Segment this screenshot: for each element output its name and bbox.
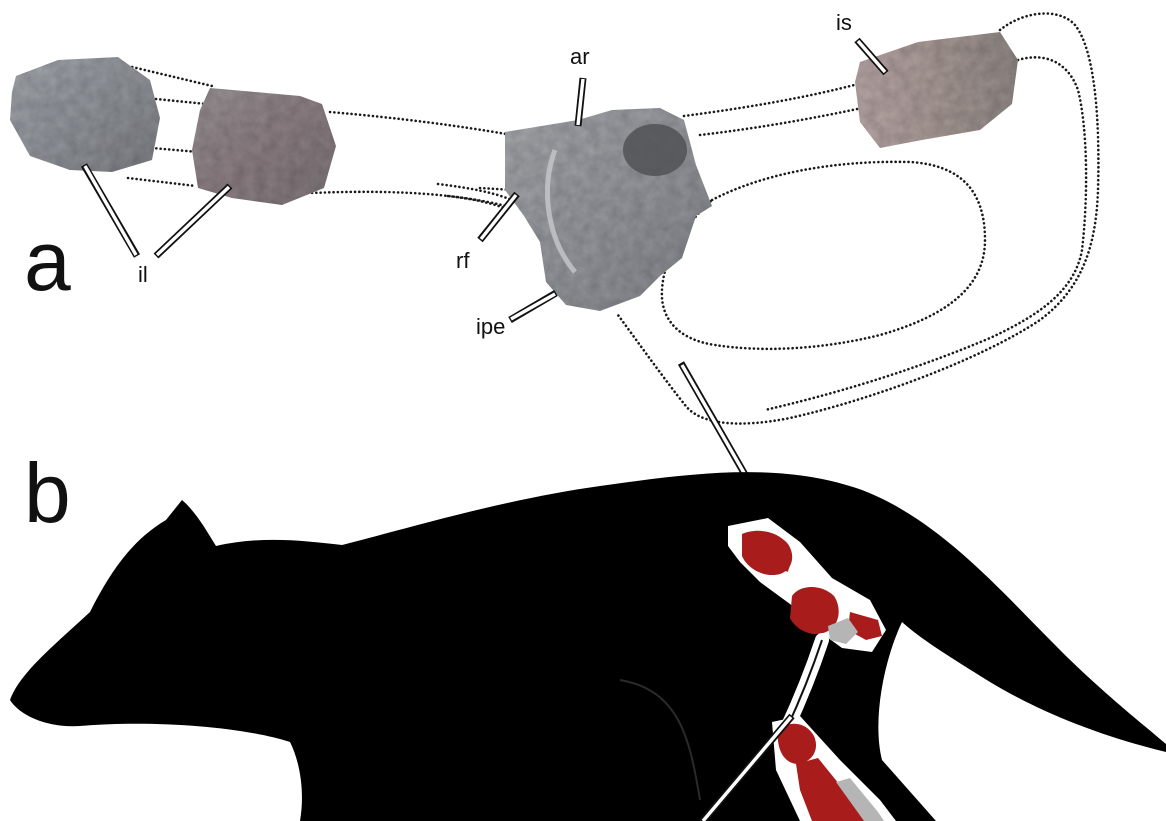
ilium-fragment-posterior <box>192 88 336 205</box>
dotted-line-ilium-lower <box>152 148 198 152</box>
leader-line-rf <box>480 194 517 240</box>
dotted-line-acetabulum-to-ischium-1 <box>684 84 858 116</box>
dotted-line-obturator-foramen <box>662 162 985 349</box>
label-ipe: ipe <box>476 314 505 339</box>
label-rf: rf <box>456 248 470 273</box>
animal-silhouette <box>10 472 1166 821</box>
label-is: is <box>836 10 852 35</box>
ischium-fragment <box>855 32 1018 148</box>
ilium-fragment-anterior <box>10 57 160 172</box>
dotted-line-ilium-to-acetabulum-dorsal <box>330 112 506 134</box>
panel-b: b <box>10 446 1166 821</box>
panel-a: a il ar is rf ipe <box>10 10 1098 520</box>
dotted-line-ilium-to-acetabulum-ventral <box>312 192 506 206</box>
leader-line-ipe <box>510 293 556 320</box>
dotted-line-ilium-bottom <box>128 178 196 186</box>
dotted-line-rectus-fossa-2 <box>448 196 510 210</box>
acetabular-socket <box>623 124 687 176</box>
leader-line-il-posterior <box>156 186 230 256</box>
label-il: il <box>138 262 148 287</box>
label-ar: ar <box>570 44 590 69</box>
panel-label-b: b <box>24 446 71 540</box>
dotted-line-ilium-upper <box>156 99 206 104</box>
dotted-line-rectus-fossa-1 <box>438 184 512 200</box>
dotted-line-acetabulum-to-ischium-2 <box>700 108 862 135</box>
panel-label-a: a <box>24 214 71 308</box>
leader-line-ar <box>578 78 583 126</box>
